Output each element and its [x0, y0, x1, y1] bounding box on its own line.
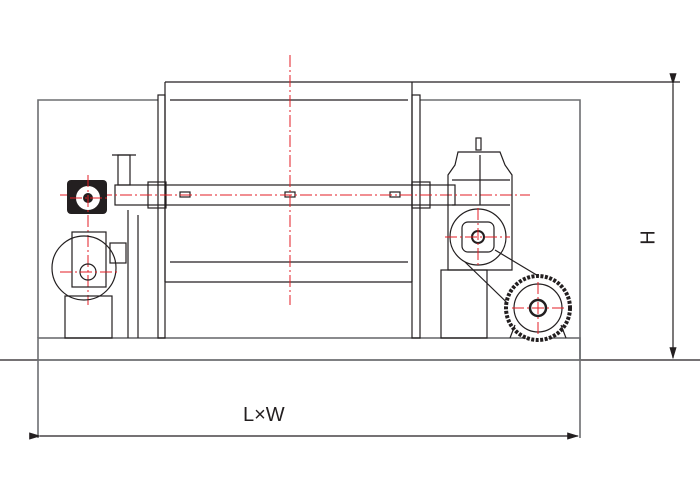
length-width-label: L×W [243, 404, 285, 426]
right-gearbox [440, 137, 546, 339]
left-gearbox [51, 210, 139, 339]
base-frame [37, 337, 581, 361]
centerlines [60, 55, 530, 305]
right-motor [504, 274, 572, 342]
drum [157, 81, 680, 339]
right-enclosure [37, 99, 581, 438]
left-enclosure [37, 99, 158, 338]
height-label: H [637, 230, 660, 245]
drum-shaft [112, 154, 456, 209]
left-motor [67, 175, 108, 305]
